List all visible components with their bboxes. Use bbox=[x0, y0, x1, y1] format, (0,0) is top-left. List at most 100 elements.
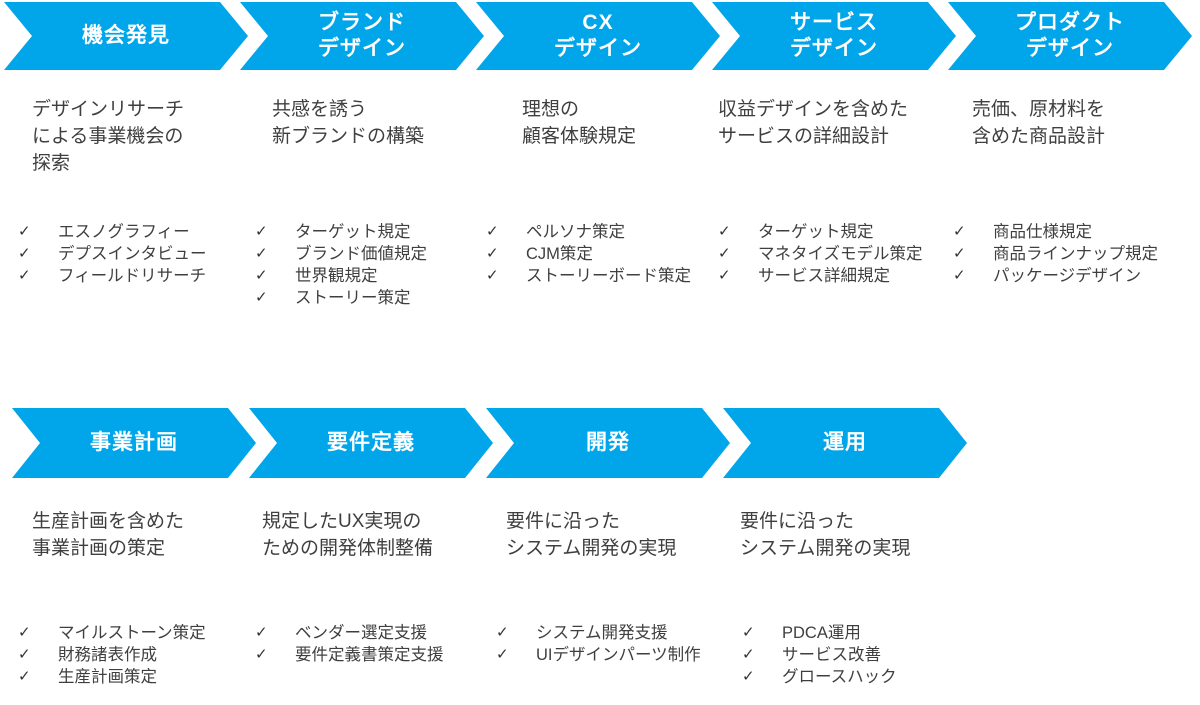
checklist-item: ✓ マネタイズモデル策定 bbox=[718, 243, 923, 265]
check-icon: ✓ bbox=[718, 223, 731, 240]
chevron-operation: 運用 bbox=[723, 408, 967, 478]
phase-label: 事業計画 bbox=[90, 431, 178, 454]
checklist-item: ✓ 要件定義書策定支援 bbox=[255, 644, 444, 666]
check-icon: ✓ bbox=[718, 267, 731, 284]
checklist-item-label: ペルソナ策定 bbox=[526, 223, 625, 241]
checklist-item-label: ベンダー選定支援 bbox=[295, 624, 427, 642]
checklist-item-label: PDCA運用 bbox=[782, 624, 861, 642]
check-icon: ✓ bbox=[718, 245, 731, 262]
check-icon: ✓ bbox=[953, 245, 966, 262]
checklist-item-label: システム開発支援 bbox=[536, 624, 668, 642]
phase-checklist: ✓ PDCA運用 ✓ サービス改善 ✓ グロースハック bbox=[742, 622, 897, 688]
phase-checklist: ✓ ターゲット規定 ✓ マネタイズモデル策定 ✓ サービス詳細規定 bbox=[718, 221, 923, 287]
check-icon: ✓ bbox=[18, 646, 31, 663]
checklist-item: ✓ エスノグラフィー bbox=[18, 221, 207, 243]
checklist-item-label: 財務諸表作成 bbox=[58, 646, 157, 664]
checklist-item: ✓ 世界観規定 bbox=[255, 265, 427, 287]
phase-description: 規定したUX実現の ための開発体制整備 bbox=[262, 511, 434, 559]
checklist-item: ✓ グロースハック bbox=[742, 666, 897, 688]
checklist-item-label: エスノグラフィー bbox=[58, 223, 190, 241]
checklist-item-label: 商品仕様規定 bbox=[993, 223, 1092, 241]
checklist-item: ✓ 商品ラインナップ規定 bbox=[953, 243, 1158, 265]
checklist-item: ✓ストーリーボード策定 bbox=[486, 265, 691, 287]
phase-description: 理想の 顧客体験規定 bbox=[522, 99, 637, 147]
checklist-item: ✓ ペルソナ策定 bbox=[486, 221, 691, 243]
phase-description: 生産計画を含めた 事業計画の策定 bbox=[32, 511, 185, 559]
check-icon: ✓ bbox=[953, 267, 966, 284]
checklist-item: ✓CJM策定 bbox=[486, 243, 691, 265]
checklist-item-label: パッケージデザイン bbox=[993, 267, 1142, 285]
check-icon: ✓ bbox=[953, 223, 966, 240]
checklist-item: ✓ ブランド価値規定 bbox=[255, 243, 427, 265]
checklist-item-label: ターゲット規定 bbox=[758, 223, 874, 241]
checklist-item: ✓ ベンダー選定支援 bbox=[255, 622, 444, 644]
checklist-item: ✓生産計画策定 bbox=[18, 666, 206, 688]
chevron-product-design: プロダクト デザイン bbox=[948, 2, 1192, 70]
checklist-item-label: UIデザインパーツ制作 bbox=[536, 646, 701, 664]
check-icon: ✓ bbox=[486, 267, 499, 284]
phase-checklist: ✓ エスノグラフィー ✓デプスインタビュー ✓ フィールドリサーチ bbox=[18, 221, 207, 287]
chevron-business-plan: 事業計画 bbox=[12, 408, 256, 478]
check-icon: ✓ bbox=[18, 624, 31, 641]
phase-label: プロダクト デザイン bbox=[1015, 11, 1125, 60]
checklist-item: ✓ フィールドリサーチ bbox=[18, 265, 207, 287]
phase-checklist: ✓ターゲット規定 ✓ ブランド価値規定 ✓ 世界観規定 ✓ ストーリー策定 bbox=[255, 221, 427, 309]
checklist-item-label: CJM策定 bbox=[526, 245, 593, 263]
chevron-cx-design: CX デザイン bbox=[476, 2, 720, 70]
phase-checklist: ✓ペルソナ策定 ✓CJM策定 ✓ストーリーボード策定 bbox=[486, 221, 691, 287]
checklist-item-label: 要件定義書策定支援 bbox=[295, 646, 444, 664]
phase-description: 売価、原材料を 含めた商品設計 bbox=[972, 99, 1106, 147]
phase-description: 要件に沿った システム開発の実現 bbox=[506, 511, 677, 559]
checklist-item: ✓ サービス詳細規定 bbox=[718, 265, 923, 287]
phase-checklist: ✓ マイルストーン策定 ✓ 財務諸表作成 ✓生産計画策定 bbox=[18, 622, 206, 688]
check-icon: ✓ bbox=[18, 267, 31, 284]
checklist-item-label: 商品ラインナップ規定 bbox=[993, 245, 1158, 263]
chevron-requirements-definition: 要件定義 bbox=[249, 408, 493, 478]
phase-label: 要件定義 bbox=[327, 431, 415, 454]
checklist-item: ✓ PDCA運用 bbox=[742, 622, 897, 644]
checklist-item-label: フィールドリサーチ bbox=[58, 267, 207, 285]
chevron-opportunity-discovery: 機会発見 bbox=[4, 2, 248, 70]
checklist-item: ✓ ストーリー策定 bbox=[255, 287, 427, 309]
checklist-item-label: マネタイズモデル策定 bbox=[758, 245, 923, 263]
phase-description: 収益デザインを含めた サービスの詳細設計 bbox=[718, 99, 909, 147]
phase-description: 共感を誘う 新ブランドの構築 bbox=[272, 99, 425, 147]
checklist-item: ✓ パッケージデザイン bbox=[953, 265, 1158, 287]
check-icon: ✓ bbox=[18, 223, 31, 240]
checklist-item-label: グロースハック bbox=[782, 668, 897, 686]
checklist-item-label: マイルストーン策定 bbox=[58, 624, 206, 642]
check-icon: ✓ bbox=[496, 646, 509, 663]
check-icon: ✓ bbox=[255, 646, 268, 663]
check-icon: ✓ bbox=[742, 624, 755, 641]
checklist-item: ✓ マイルストーン策定 bbox=[18, 622, 206, 644]
checklist-item-label: ブランド価値規定 bbox=[295, 245, 427, 263]
checklist-item: ✓ターゲット規定 bbox=[255, 221, 427, 243]
check-icon: ✓ bbox=[255, 223, 268, 240]
chevron-brand-design: ブランド デザイン bbox=[240, 2, 484, 70]
checklist-item-label: サービス詳細規定 bbox=[758, 267, 890, 285]
checklist-item: ✓ UIデザインパーツ制作 bbox=[496, 644, 701, 666]
check-icon: ✓ bbox=[742, 646, 755, 663]
check-icon: ✓ bbox=[255, 289, 268, 306]
checklist-item: ✓ 財務諸表作成 bbox=[18, 644, 206, 666]
check-icon: ✓ bbox=[255, 624, 268, 641]
check-icon: ✓ bbox=[742, 668, 755, 685]
chevron-development: 開発 bbox=[486, 408, 730, 478]
phase-description: 要件に沿った システム開発の実現 bbox=[740, 511, 911, 559]
checklist-item-label: 生産計画策定 bbox=[58, 668, 157, 686]
checklist-item-label: 世界観規定 bbox=[295, 267, 378, 285]
check-icon: ✓ bbox=[486, 223, 499, 240]
check-icon: ✓ bbox=[255, 245, 268, 262]
checklist-item: ✓デプスインタビュー bbox=[18, 243, 207, 265]
checklist-item-label: サービス改善 bbox=[782, 646, 881, 664]
phase-label: CX デザイン bbox=[554, 11, 642, 60]
check-icon: ✓ bbox=[255, 267, 268, 284]
phase-description: デザインリサーチ による事業機会の 探索 bbox=[32, 99, 185, 174]
phase-label: サービス デザイン bbox=[790, 11, 878, 60]
checklist-item: ✓システム開発支援 bbox=[496, 622, 701, 644]
phase-checklist: ✓システム開発支援 ✓ UIデザインパーツ制作 bbox=[496, 622, 701, 666]
checklist-item: ✓ サービス改善 bbox=[742, 644, 897, 666]
phase-label: ブランド デザイン bbox=[318, 11, 406, 60]
checklist-item-label: ストーリー策定 bbox=[295, 289, 411, 307]
